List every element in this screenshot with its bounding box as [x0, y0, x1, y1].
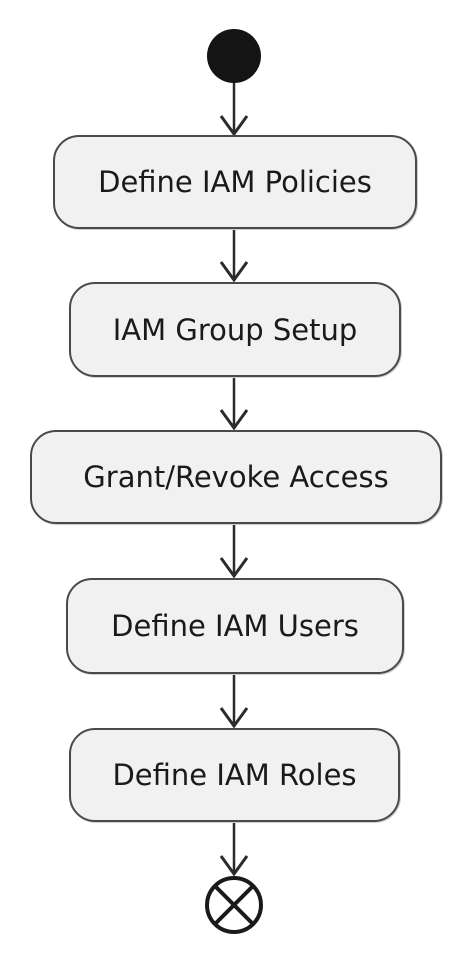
action-label: IAM Group Setup	[112, 312, 358, 347]
initial-node	[207, 29, 261, 83]
action-node-grant-revoke-access: Grant/Revoke Access	[30, 430, 442, 524]
action-label: Define IAM Policies	[98, 165, 372, 199]
action-node-define-iam-policies: Define IAM Policies	[53, 135, 417, 229]
edge-step-0-to-step-1	[219, 229, 249, 283]
edge-start-to-step-0	[219, 83, 249, 137]
action-node-iam-group-setup: IAM Group Setup	[69, 282, 401, 377]
action-label: Define IAM Roles	[112, 758, 357, 792]
edge-step-3-to-step-4	[219, 674, 249, 729]
edge-step-1-to-step-2	[219, 377, 249, 431]
action-node-define-iam-users: Define IAM Users	[66, 578, 404, 674]
flow-final-node	[205, 876, 263, 934]
edge-step-2-to-step-3	[219, 524, 249, 579]
action-label: Grant/Revoke Access	[83, 460, 389, 494]
action-node-define-iam-roles: Define IAM Roles	[69, 728, 400, 822]
edge-step-4-to-end	[219, 822, 249, 877]
action-label: Define IAM Users	[111, 609, 359, 643]
